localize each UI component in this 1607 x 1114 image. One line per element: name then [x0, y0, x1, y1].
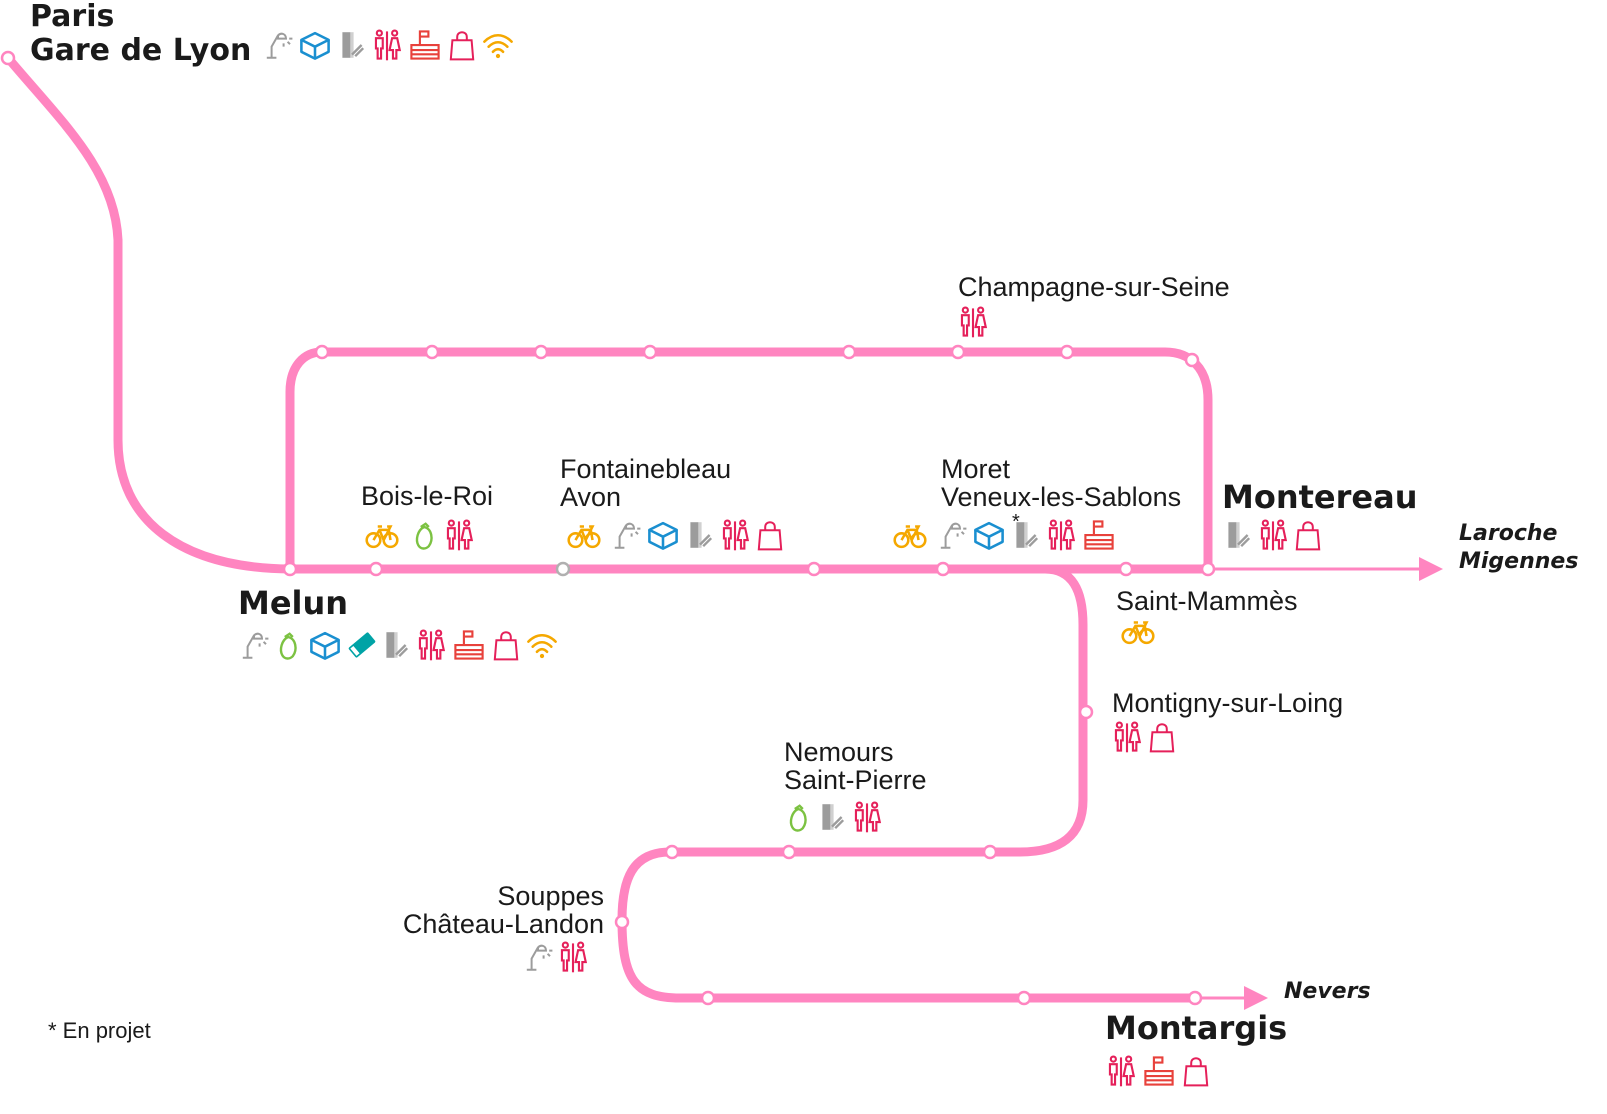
station-dot-montargis[interactable] — [1187, 990, 1203, 1006]
locker-icon — [973, 521, 1005, 551]
lamp-icon — [939, 522, 968, 549]
wifi-icon — [483, 33, 513, 60]
station-label-moret-line1[interactable]: Moret — [941, 454, 1011, 484]
shop-icon — [1183, 1057, 1209, 1087]
station-dot[interactable] — [1059, 344, 1075, 360]
ticket-icon — [348, 631, 376, 659]
direction-label-laroche-line2: Migennes — [1459, 549, 1578, 574]
wc-icon — [374, 29, 401, 62]
station-dot[interactable] — [1016, 990, 1032, 1006]
station-dot-fontainebleau[interactable] — [555, 561, 571, 577]
wc-icon — [1114, 721, 1141, 754]
wc-icon — [960, 306, 987, 339]
bike-icon — [566, 524, 602, 549]
station-dot[interactable] — [642, 344, 658, 360]
station-label-souppes-line2[interactable]: Château-Landon — [403, 909, 604, 939]
wc-icon — [446, 519, 473, 552]
station-dot[interactable] — [700, 990, 716, 1006]
shop-icon — [449, 31, 475, 61]
shop-icon — [757, 521, 783, 551]
locker-icon — [309, 631, 341, 661]
wc-icon — [1108, 1055, 1135, 1088]
station-label-nemours-line1[interactable]: Nemours — [784, 737, 894, 767]
bike-icon — [1120, 620, 1156, 645]
line-paris-melun — [3, 53, 295, 574]
station-label-montigny[interactable]: Montigny-sur-Loing — [1112, 688, 1343, 718]
station-label-fontainebleau-line1[interactable]: Fontainebleau — [560, 454, 731, 484]
lamp-icon — [525, 944, 554, 971]
station-dot-montigny[interactable] — [1078, 704, 1094, 720]
station-label-montereau[interactable]: Montereau — [1222, 478, 1417, 516]
station-label-montargis[interactable]: Montargis — [1105, 1009, 1287, 1047]
shop-icon — [1295, 521, 1321, 551]
vending-icon — [1227, 520, 1251, 550]
food-icon — [1084, 520, 1114, 550]
station-label-nemours-line2[interactable]: Saint-Pierre — [784, 765, 927, 795]
shop-icon — [1149, 723, 1175, 753]
station-label-fontainebleau-line2[interactable]: Avon — [560, 482, 621, 512]
station-dot-champagne[interactable] — [950, 344, 966, 360]
direction-label-nevers: Nevers — [1284, 979, 1371, 1004]
station-dot[interactable] — [841, 344, 857, 360]
lamp-icon — [613, 522, 642, 549]
wc-icon — [560, 941, 587, 974]
food-icon — [1144, 1056, 1174, 1086]
station-dot-moret[interactable] — [935, 561, 951, 577]
eggplant-icon — [415, 522, 433, 550]
vending-icon — [341, 30, 365, 60]
station-dot[interactable] — [533, 344, 549, 360]
locker-icon — [647, 521, 679, 551]
station-dot-souppes[interactable] — [614, 914, 630, 930]
vending-icon — [1015, 520, 1039, 550]
station-label-melun[interactable]: Melun — [238, 584, 348, 622]
station-dot[interactable] — [806, 561, 822, 577]
bike-icon — [892, 524, 928, 549]
station-label-champagne[interactable]: Champagne-sur-Seine — [958, 272, 1230, 302]
direction-label-laroche-line1: Laroche — [1459, 521, 1558, 546]
lamp-icon — [241, 632, 270, 659]
station-label-moret-line2[interactable]: Veneux-les-Sablons — [941, 482, 1181, 512]
station-dot[interactable] — [368, 561, 384, 577]
station-dot-paris[interactable] — [0, 50, 16, 66]
footnote: * En projet — [48, 1018, 151, 1043]
station-label-paris-line1[interactable]: Paris — [30, 0, 114, 34]
station-label-bois-le-roi[interactable]: Bois-le-Roi — [361, 481, 493, 511]
station-label-saint-mammes[interactable]: Saint-Mammès — [1116, 586, 1298, 616]
station-dot[interactable] — [982, 844, 998, 860]
vending-icon — [689, 520, 713, 550]
station-dot[interactable] — [314, 344, 330, 360]
wifi-icon — [527, 633, 557, 660]
wc-icon — [1048, 519, 1075, 552]
lamp-icon — [265, 32, 294, 59]
rail-lines — [3, 53, 1443, 1010]
locker-icon — [299, 31, 331, 61]
station-dot-montereau[interactable] — [1200, 561, 1216, 577]
wc-icon — [418, 629, 445, 662]
wc-icon — [1260, 519, 1287, 552]
vending-icon — [385, 630, 409, 660]
station-dot[interactable] — [664, 844, 680, 860]
food-icon — [410, 30, 440, 60]
moret-asterisk: * — [1012, 511, 1020, 533]
line-melun-champagne-montereau — [285, 347, 1213, 574]
eggplant-icon — [789, 804, 807, 832]
shop-icon — [493, 631, 519, 661]
station-label-paris-line2[interactable]: Gare de Lyon — [30, 33, 251, 68]
station-dot[interactable] — [1184, 352, 1200, 368]
station-dots — [0, 50, 1216, 1006]
vending-icon — [821, 802, 845, 832]
station-label-souppes-line1[interactable]: Souppes — [497, 881, 604, 911]
eggplant-icon — [279, 632, 297, 660]
wc-icon — [722, 519, 749, 552]
station-dot[interactable] — [424, 344, 440, 360]
food-icon — [454, 630, 484, 660]
station-dot-saint-mammes[interactable] — [1118, 561, 1134, 577]
station-dot-melun[interactable] — [282, 561, 298, 577]
station-dot-nemours[interactable] — [781, 844, 797, 860]
wc-icon — [854, 801, 881, 834]
bike-icon — [364, 524, 400, 549]
